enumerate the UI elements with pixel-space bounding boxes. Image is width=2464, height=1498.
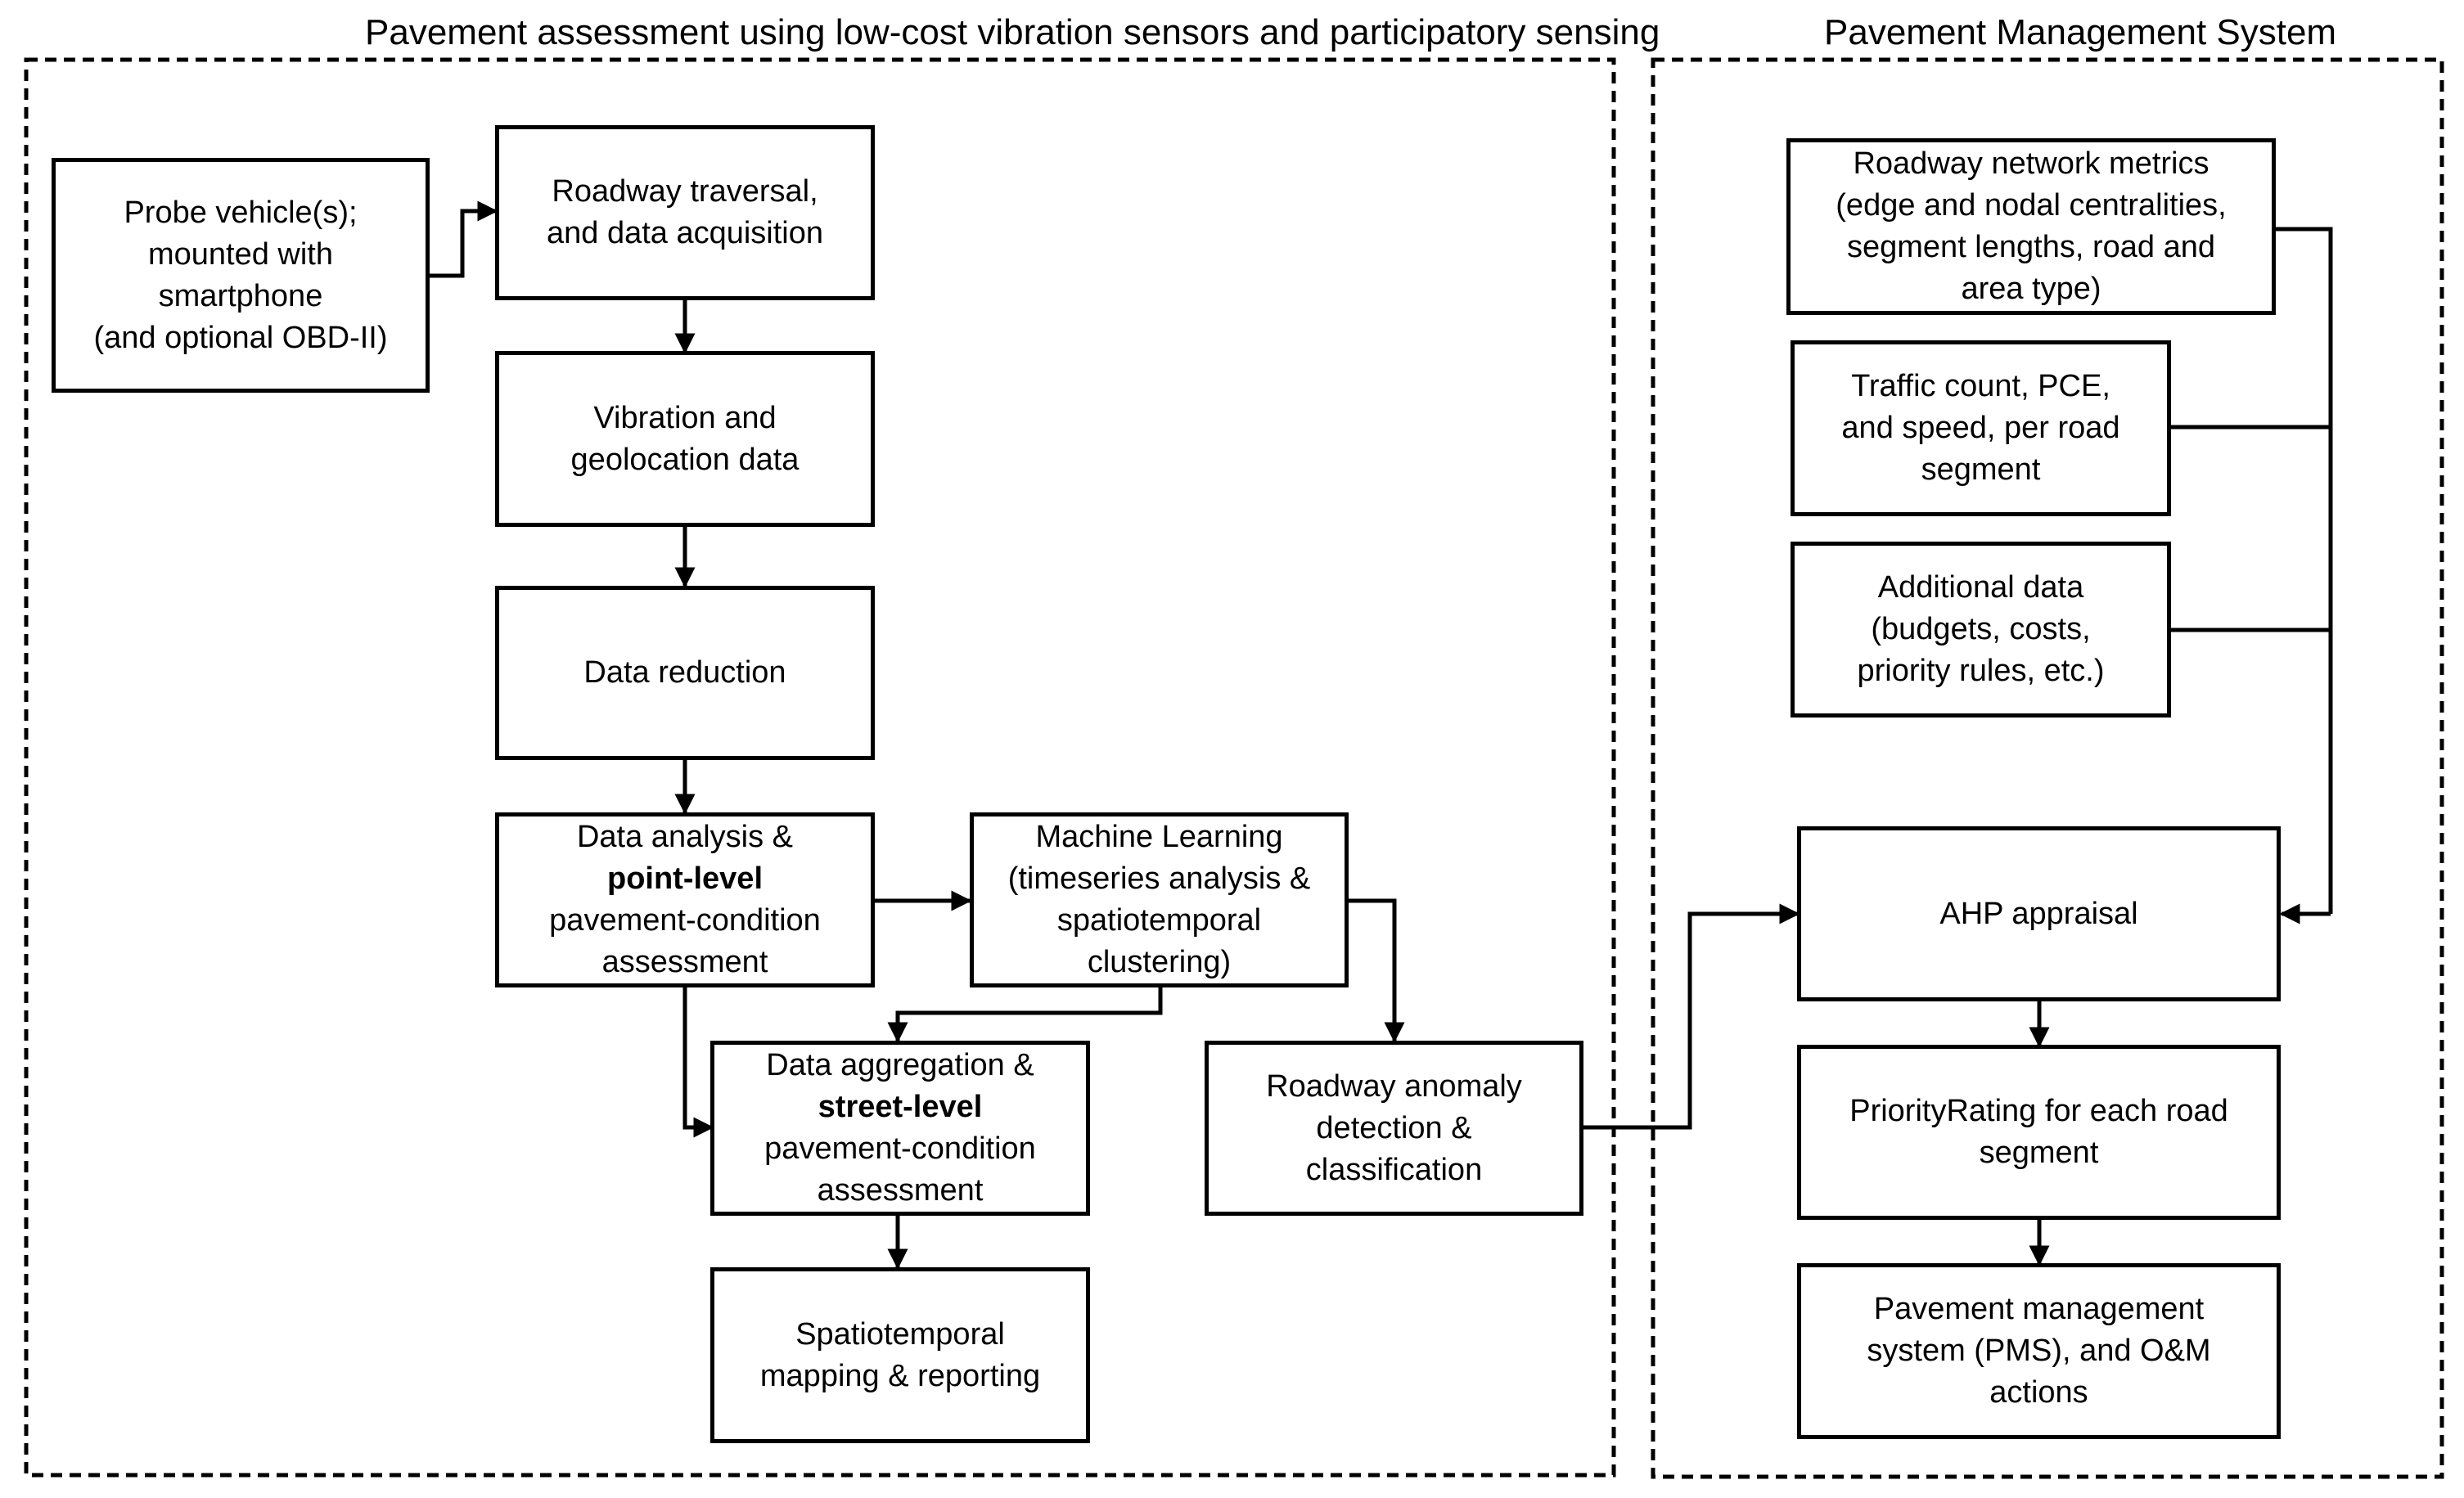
network-metrics-box: Roadway network metrics (edge and nodal … <box>1786 138 2276 315</box>
pms-actions-line3: actions <box>1989 1375 2088 1410</box>
pms-actions-line2: system (PMS), and O&M <box>1867 1334 2211 1368</box>
network-metrics-line1: Roadway network metrics <box>1853 146 2209 181</box>
ahp-appraisal-label: AHP appraisal <box>1939 896 2138 931</box>
data-analysis-line3: pavement-condition <box>549 903 821 938</box>
data-reduction-box: Data reduction <box>495 586 875 760</box>
right-frame-border <box>1651 57 2444 1479</box>
vibration-data-box: Vibration and geolocation data <box>495 351 875 527</box>
anomaly-detection-line2: detection & <box>1316 1110 1472 1145</box>
vibration-data-line1: Vibration and <box>593 400 777 435</box>
left-frame-title-line1: Pavement assessment using low-cost vibra… <box>365 12 1114 52</box>
right-frame-title-line2: Management System <box>1996 12 2337 52</box>
edge-anomaly-to-ahp <box>1583 903 1800 1130</box>
data-aggregation-bold: street-level <box>818 1090 983 1124</box>
edge-metrics-to-bus <box>2275 227 2333 914</box>
right-frame-title: Pavement Management System <box>1813 8 2336 57</box>
data-aggregation-line4: assessment <box>817 1173 984 1208</box>
traffic-count-box: Traffic count, PCE, and speed, per road … <box>1791 340 2171 516</box>
probe-vehicle-box: Probe vehicle(s); mounted with smartphon… <box>52 158 430 393</box>
machine-learning-box: Machine Learning (timeseries analysis & … <box>970 812 1349 987</box>
priority-rating-line2: segment <box>1979 1136 2099 1170</box>
edge-analysis-to-aggregation <box>682 987 714 1138</box>
additional-data-line1: Additional data <box>1877 570 2084 605</box>
left-frame-title: Pavement assessment using low-cost vibra… <box>354 8 1660 57</box>
probe-vehicle-line1: Probe vehicle(s); <box>124 195 358 230</box>
additional-data-line3: priority rules, etc.) <box>1857 654 2105 688</box>
network-metrics-line2: (edge and nodal centralities, <box>1836 188 2227 223</box>
data-analysis-box: Data analysis & point-level pavement-con… <box>495 812 875 987</box>
data-reduction-label: Data reduction <box>583 655 786 690</box>
pms-actions-line1: Pavement management <box>1873 1292 2205 1326</box>
anomaly-detection-line3: classification <box>1305 1152 1483 1187</box>
machine-learning-line1: Machine Learning <box>1035 820 1283 854</box>
anomaly-detection-line1: Roadway anomaly <box>1266 1068 1522 1104</box>
edge-ml-to-anomaly <box>1349 898 1405 1043</box>
roadway-traversal-box: Roadway traversal, and data acquisition <box>495 125 875 300</box>
spatiotemporal-mapping-box: Spatiotemporal mapping & reporting <box>710 1267 1090 1443</box>
probe-vehicle-line4: (and optional OBD-II) <box>93 320 388 355</box>
left-frame-title-line2: sensors and participatory sensing <box>1123 12 1660 52</box>
roadway-traversal-line2: and data acquisition <box>546 216 824 250</box>
network-metrics-line3: segment lengths, road and <box>1847 230 2215 264</box>
data-analysis-line1: Data analysis & <box>576 820 793 854</box>
data-aggregation-line1: Data aggregation & <box>766 1048 1034 1082</box>
spatiotemporal-mapping-line2: mapping & reporting <box>759 1358 1041 1393</box>
roadway-traversal-line1: Roadway traversal, <box>552 174 818 209</box>
pms-actions-box: Pavement management system (PMS), and O&… <box>1797 1263 2281 1439</box>
machine-learning-line4: clustering) <box>1087 945 1232 979</box>
data-analysis-bold: point-level <box>606 861 764 896</box>
traffic-count-line3: segment <box>1921 452 2041 487</box>
probe-vehicle-line3: smartphone <box>158 278 323 313</box>
machine-learning-line3: spatiotemporal <box>1056 903 1262 938</box>
right-frame-title-line1: Pavement <box>1824 12 1987 52</box>
traffic-count-line1: Traffic count, PCE, <box>1851 369 2110 403</box>
left-frame-border <box>24 57 1616 1478</box>
data-aggregation-line3: pavement-condition <box>764 1131 1036 1166</box>
anomaly-detection-box: Roadway anomaly detection & classificati… <box>1205 1041 1583 1216</box>
edge-ml-to-aggregation <box>887 987 1163 1043</box>
data-aggregation-box: Data aggregation & street-level pavement… <box>710 1041 1090 1216</box>
ahp-appraisal-box: AHP appraisal <box>1797 826 2281 1001</box>
probe-vehicle-line2: mounted with <box>147 236 333 272</box>
machine-learning-line2: (timeseries analysis & <box>1007 861 1311 896</box>
edge-probe-to-traversal <box>429 200 498 278</box>
vibration-data-line2: geolocation data <box>570 442 800 477</box>
priority-rating-line1: PriorityRating for each road <box>1849 1094 2228 1128</box>
data-analysis-line4: assessment <box>601 945 768 979</box>
priority-rating-box: PriorityRating for each road segment <box>1797 1045 2281 1220</box>
additional-data-box: Additional data (budgets, costs, priorit… <box>1791 542 2171 718</box>
traffic-count-line2: and speed, per road <box>1841 411 2120 445</box>
additional-data-line2: (budgets, costs, <box>1871 612 2091 646</box>
network-metrics-line4: area type) <box>1961 272 2101 306</box>
spatiotemporal-mapping-line1: Spatiotemporal <box>795 1316 1005 1352</box>
